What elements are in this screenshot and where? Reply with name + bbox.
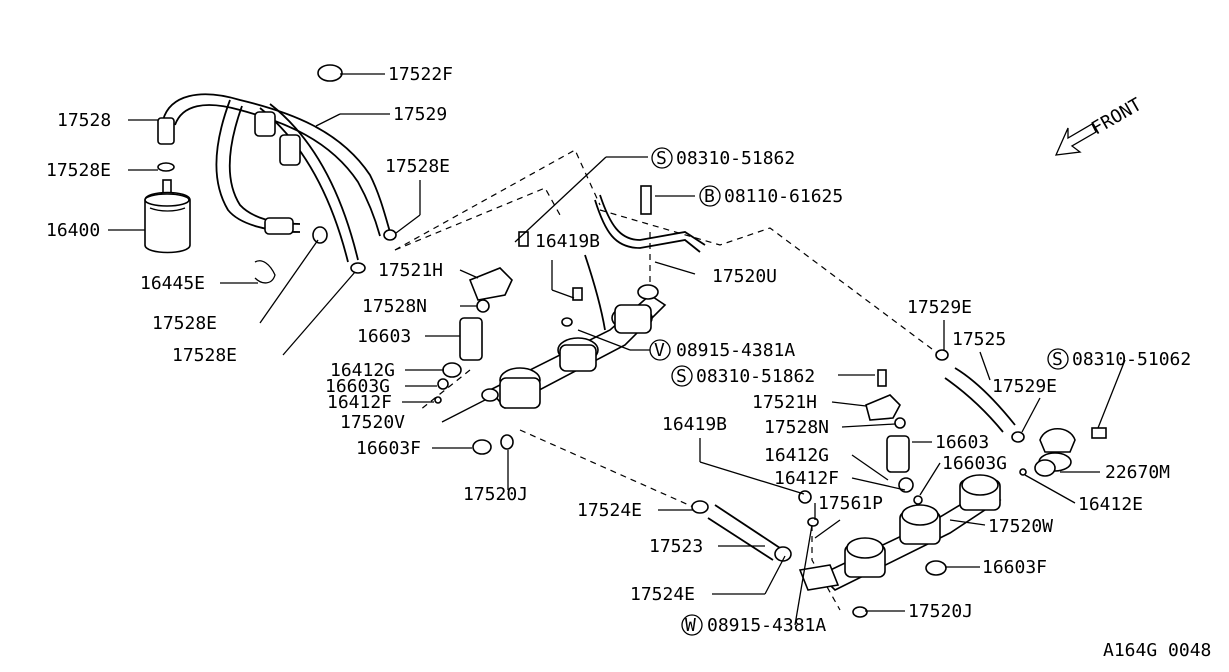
callout-17524E-b: 17524E — [630, 584, 695, 605]
fuel-hose-assembly — [157, 64, 397, 284]
callout-16603-b: 16603 — [935, 432, 989, 453]
callout-16603G-a: 16603G — [325, 376, 390, 397]
callout-17520U: 17520U — [712, 266, 777, 287]
callout-16412G-a: 16412G — [330, 360, 395, 381]
callout-17561P: 17561P — [818, 493, 883, 514]
callout-16603F-b: 16603F — [982, 557, 1047, 578]
callout-08915-4381A-a: 08915-4381A — [676, 340, 795, 361]
fuel-rail-right-bank — [691, 349, 1107, 618]
fuel-filter — [144, 179, 191, 254]
callout-08110-61625: 08110-61625 — [724, 186, 843, 207]
callout-17523: 17523 — [649, 536, 703, 557]
callout-17524E-a: 17524E — [577, 500, 642, 521]
callout-17528: 17528 — [57, 110, 111, 131]
callout-22670M: 22670M — [1105, 462, 1170, 483]
callout-17529: 17529 — [393, 104, 447, 125]
callout-16412F-b: 16412F — [774, 468, 839, 489]
front-arrow-icon — [1054, 123, 1097, 156]
callout-16445E: 16445E — [140, 273, 205, 294]
callout-17520V: 17520V — [340, 412, 405, 433]
callout-08310-51862-b: 08310-51862 — [696, 366, 815, 387]
symbol-s-b: S — [1052, 349, 1063, 370]
symbol-b: B — [704, 186, 715, 207]
callout-17522F: 17522F — [388, 64, 453, 85]
callout-17529E-a: 17529E — [907, 297, 972, 318]
callout-17520J-b: 17520J — [908, 601, 973, 622]
callout-17528E-b: 17528E — [385, 156, 450, 177]
callout-16412F-a: 16412F — [327, 392, 392, 413]
symbol-circles — [649, 147, 1069, 636]
symbol-v: V — [654, 340, 665, 361]
callout-labels: 17522F 17528 17529 17528E 17528E 16400 1… — [46, 64, 1191, 636]
callout-17528E-a: 17528E — [46, 160, 111, 181]
symbol-s-c: S — [676, 366, 687, 387]
callout-16603G-b: 16603G — [942, 453, 1007, 474]
callout-08310-51062: 08310-51062 — [1072, 349, 1191, 370]
callout-17529E-b: 17529E — [992, 376, 1057, 397]
callout-16603-a: 16603 — [357, 326, 411, 347]
callout-17520W: 17520W — [988, 516, 1053, 537]
callout-17521H-a: 17521H — [378, 260, 443, 281]
callout-16400: 16400 — [46, 220, 100, 241]
callout-17521H-b: 17521H — [752, 392, 817, 413]
callout-08915-4381A-b: 08915-4381A — [707, 615, 826, 636]
callout-17528N-b: 17528N — [764, 417, 829, 438]
callout-16419B-a: 16419B — [535, 231, 600, 252]
callout-16603F-a: 16603F — [356, 438, 421, 459]
symbol-w: W — [685, 615, 696, 636]
callout-16419B-b: 16419B — [662, 414, 727, 435]
symbol-s-a: S — [656, 148, 667, 169]
callout-17525: 17525 — [952, 329, 1006, 350]
front-label: FRONT — [1088, 94, 1146, 139]
callout-08310-51862-a: 08310-51862 — [676, 148, 795, 169]
dashed-reference-lines — [394, 149, 941, 611]
fuel-rail-left-bank — [434, 185, 706, 455]
leader-lines — [108, 73, 1126, 626]
callout-16412G-b: 16412G — [764, 445, 829, 466]
callout-16412E: 16412E — [1078, 494, 1143, 515]
callout-17528E-c: 17528E — [152, 313, 217, 334]
callout-17528N-a: 17528N — [362, 296, 427, 317]
figure-code: A164G 0048 — [1103, 640, 1211, 661]
callout-17520J-a: 17520J — [463, 484, 528, 505]
callout-17528E-d: 17528E — [172, 345, 237, 366]
